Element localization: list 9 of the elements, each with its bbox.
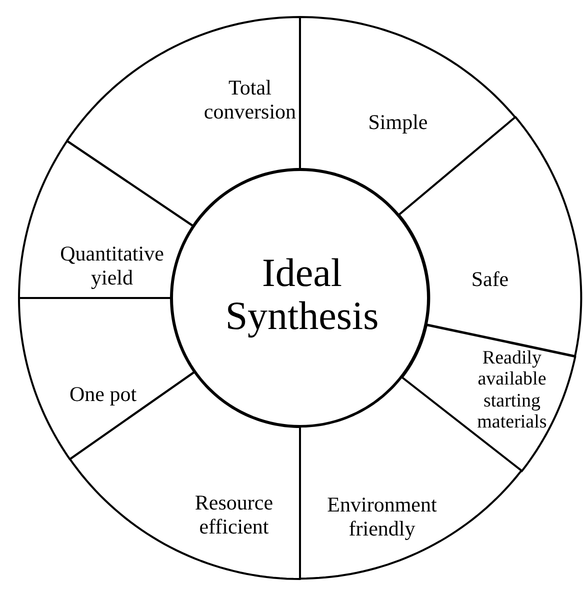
segment-label: Resource efficient [194,491,274,538]
segment-label: Quantitative yield [59,242,165,290]
center-title: Ideal Synthesis [224,250,380,338]
segment-label: Environment friendly [326,493,438,540]
segment-label: Total conversion [202,76,298,124]
segment-label: One pot [68,383,138,407]
segment-label: Readily available starting materials [476,347,548,433]
segment-label: Simple [367,111,429,135]
segment-label: Safe [470,268,510,292]
